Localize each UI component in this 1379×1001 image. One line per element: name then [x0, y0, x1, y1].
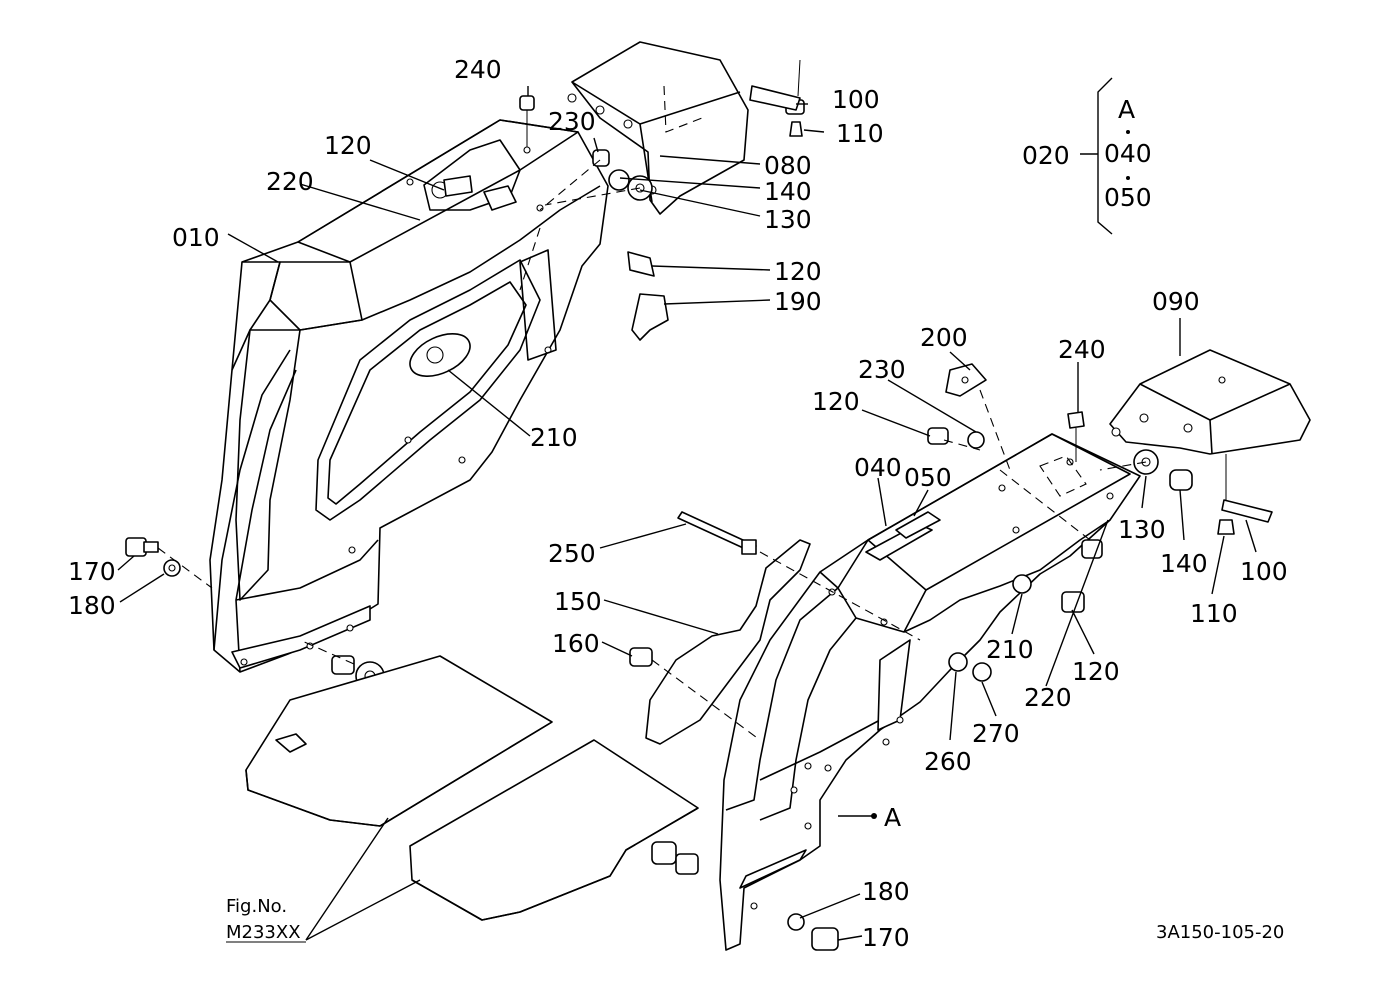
callout-200: 200 — [920, 323, 968, 352]
callout-120: 120 — [774, 257, 822, 286]
callout-170: 170 — [862, 923, 910, 952]
callout-A: A — [884, 803, 901, 832]
right-fender — [719, 433, 1141, 951]
callout-240: 240 — [1058, 335, 1106, 364]
callout-260: 260 — [924, 747, 972, 776]
legend-ref: A — [1118, 95, 1135, 124]
callout-170: 170 — [68, 557, 116, 586]
fig-no-value: M233XX — [226, 922, 301, 943]
callout-120: 120 — [1072, 657, 1120, 686]
callout-140: 140 — [1160, 549, 1208, 578]
callout-050: 050 — [904, 463, 952, 492]
fig-no-label: Fig.No. — [226, 896, 287, 917]
callout-160: 160 — [552, 629, 600, 658]
figure-caption: Fig.No. M233XX 3A150-105-20 — [226, 896, 1284, 943]
plate-150 — [629, 539, 921, 745]
callout-230: 230 — [858, 355, 906, 384]
callout-150: 150 — [554, 587, 602, 616]
callout-220: 220 — [1024, 683, 1072, 712]
legend-assembly-number: 020 — [1022, 141, 1070, 170]
callout-250: 250 — [548, 539, 596, 568]
callout-220: 220 — [266, 167, 314, 196]
callout-210: 210 — [986, 635, 1034, 664]
left-fender-010 — [209, 119, 609, 673]
callout-230: 230 — [548, 107, 596, 136]
callout-270: 270 — [972, 719, 1020, 748]
callout-100: 100 — [1240, 557, 1288, 586]
callout-140: 140 — [764, 177, 812, 206]
upper-cover-080 — [567, 41, 749, 215]
floor-plate-right — [409, 739, 699, 921]
callout-100: 100 — [832, 85, 880, 114]
callout-120: 120 — [812, 387, 860, 416]
callout-110: 110 — [1190, 599, 1238, 628]
callout-190: 190 — [774, 287, 822, 316]
floor-plate-left — [245, 655, 553, 827]
callout-180: 180 — [862, 877, 910, 906]
callout-240: 240 — [454, 55, 502, 84]
callout-130: 130 — [1118, 515, 1166, 544]
callout-090: 090 — [1152, 287, 1200, 316]
leader-lines — [117, 86, 1257, 941]
legend-dot — [1126, 130, 1130, 134]
rod-250 — [677, 511, 757, 555]
callout-010: 010 — [172, 223, 220, 252]
drawing-number: 3A150-105-20 — [1156, 922, 1284, 943]
callout-110: 110 — [836, 119, 884, 148]
callout-labels: 240 230 100 110 120 080 220 140 130 010 … — [68, 55, 1288, 952]
callout-080: 080 — [764, 151, 812, 180]
callout-120: 120 — [324, 131, 372, 160]
callout-210: 210 — [530, 423, 578, 452]
callout-180: 180 — [68, 591, 116, 620]
legend-dot — [1126, 176, 1130, 180]
assembly-legend: 020 A 040 050 — [1022, 77, 1152, 235]
callout-040: 040 — [854, 453, 902, 482]
legend-item-050: 050 — [1104, 183, 1152, 212]
callout-130: 130 — [764, 205, 812, 234]
right-cover-090 — [1109, 349, 1311, 523]
ref-point-A — [871, 813, 877, 819]
legend-item-040: 040 — [1104, 139, 1152, 168]
